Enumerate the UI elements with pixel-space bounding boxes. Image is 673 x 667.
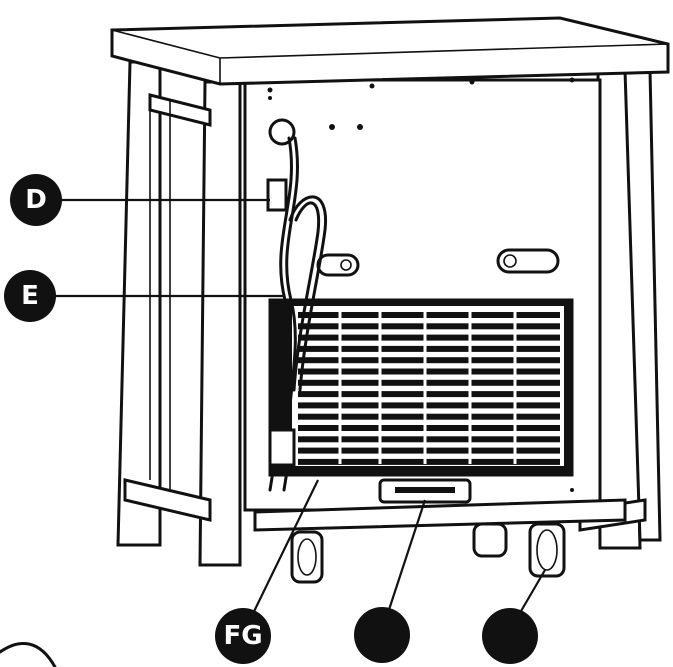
grille-slat [298,368,560,375]
grille-slat [298,447,560,454]
callout-blank-2 [482,608,538,664]
grille-slat [298,357,560,364]
panel-screws [267,77,575,492]
mounting-slots [316,248,560,277]
grille-slat [298,425,560,431]
svg-text:D: D [25,185,47,215]
rear-filter-grille [268,298,574,477]
grille-slat [298,323,560,330]
top-surface [110,16,670,86]
grille-slat [298,402,560,409]
callout-d: D [10,174,62,226]
callout-e: E [4,270,56,322]
grille-slat [298,379,560,386]
left-leg-frame [116,60,242,567]
grille-slat [298,458,560,465]
base-plate [253,478,627,532]
svg-text:E: E [21,281,39,311]
cropped-arc [0,642,57,667]
grille-slat [298,345,560,352]
grille-slat [298,436,560,443]
caster-wheels [290,522,566,584]
grille-slat [298,391,560,398]
grille-slat [298,413,560,420]
callout-blank-1 [354,607,410,663]
callout-fg: FG [215,608,271,664]
grille-slat [298,334,560,341]
power-cord [266,118,328,492]
grille-slat [298,312,560,318]
svg-text:FG: FG [223,621,262,651]
